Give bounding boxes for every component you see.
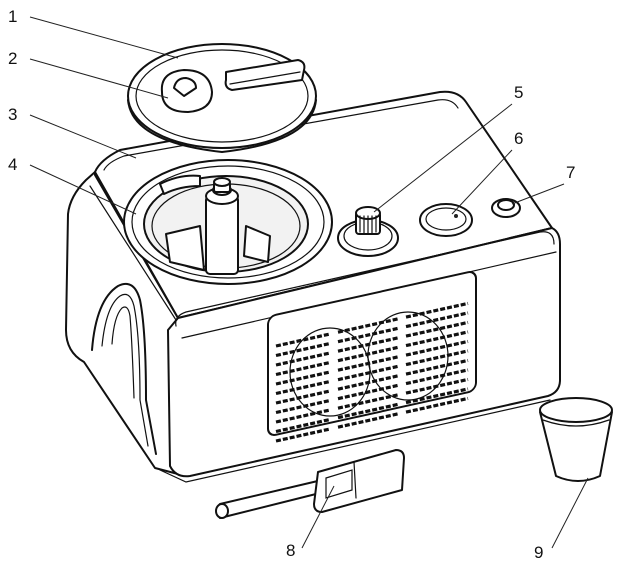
- vent-slats: [275, 301, 469, 443]
- leader-line-5: [373, 103, 513, 213]
- callout-label-5: 5: [514, 83, 523, 102]
- callout-label-3: 3: [8, 105, 17, 124]
- leader-line-9: [551, 477, 589, 549]
- vent-slat: [337, 326, 399, 344]
- vent-slat: [275, 332, 331, 348]
- vent-slat: [275, 341, 331, 358]
- callout-label-9: 9: [534, 543, 543, 562]
- leader-line-6: [451, 149, 513, 215]
- callout-2: 2: [8, 49, 169, 99]
- vent-slat: [275, 370, 331, 386]
- timer-dial-6: [419, 203, 473, 237]
- vent-slat: [405, 330, 469, 348]
- callouts: 1 2 3 4 5 6 7 8: [8, 7, 589, 562]
- vent-slat: [337, 393, 399, 410]
- vent-slat: [337, 364, 399, 382]
- leader-line-4: [29, 164, 137, 215]
- measuring-cup-9: [539, 397, 613, 482]
- callout-4: 4: [8, 155, 137, 215]
- vent-slat: [275, 351, 331, 367]
- callout-8: 8: [286, 485, 335, 560]
- vent-grille: [267, 271, 477, 443]
- vent-slat: [275, 417, 331, 434]
- vent-slat: [275, 389, 331, 405]
- vent-slat: [405, 396, 469, 414]
- callout-9: 9: [534, 477, 589, 562]
- leader-line-3: [29, 114, 137, 159]
- callout-label-4: 4: [8, 155, 17, 174]
- vent-slat: [275, 427, 331, 443]
- vent-slat: [405, 339, 469, 357]
- callout-label-1: 1: [8, 7, 17, 26]
- callout-label-8: 8: [286, 541, 295, 560]
- vent-slat: [337, 402, 399, 420]
- leader-line-1: [29, 16, 179, 59]
- vent-slat: [275, 398, 331, 415]
- callout-3: 3: [8, 105, 137, 159]
- vent-slat: [405, 358, 469, 376]
- callout-label-7: 7: [566, 163, 575, 182]
- vent-slat: [405, 301, 469, 319]
- vent-slat: [337, 383, 399, 401]
- callout-7: 7: [511, 163, 575, 205]
- callout-label-2: 2: [8, 49, 17, 68]
- lid: [127, 43, 317, 153]
- callout-6: 6: [451, 129, 523, 215]
- vent-slat: [405, 320, 469, 338]
- callout-label-6: 6: [514, 129, 523, 148]
- vent-slat: [275, 408, 331, 424]
- mixing-bowl: [123, 159, 333, 285]
- leader-line-8: [301, 485, 335, 549]
- vent-slat: [405, 311, 469, 329]
- vent-slat: [337, 317, 399, 334]
- vent-slat: [275, 360, 331, 377]
- callout-5: 5: [373, 83, 523, 213]
- vent-slat: [337, 412, 399, 429]
- vent-slat: [275, 379, 331, 396]
- vent-slat: [405, 368, 469, 386]
- vent-slat: [337, 374, 399, 391]
- vent-slat: [405, 387, 469, 405]
- vent-slat: [337, 336, 399, 353]
- spatula-8: [215, 449, 405, 519]
- control-knob-5: [337, 206, 399, 257]
- leader-line-2: [29, 58, 169, 99]
- leader-line-7: [511, 183, 565, 205]
- vent-slat: [405, 349, 469, 367]
- callout-1: 1: [8, 7, 179, 59]
- button-7: [491, 198, 521, 218]
